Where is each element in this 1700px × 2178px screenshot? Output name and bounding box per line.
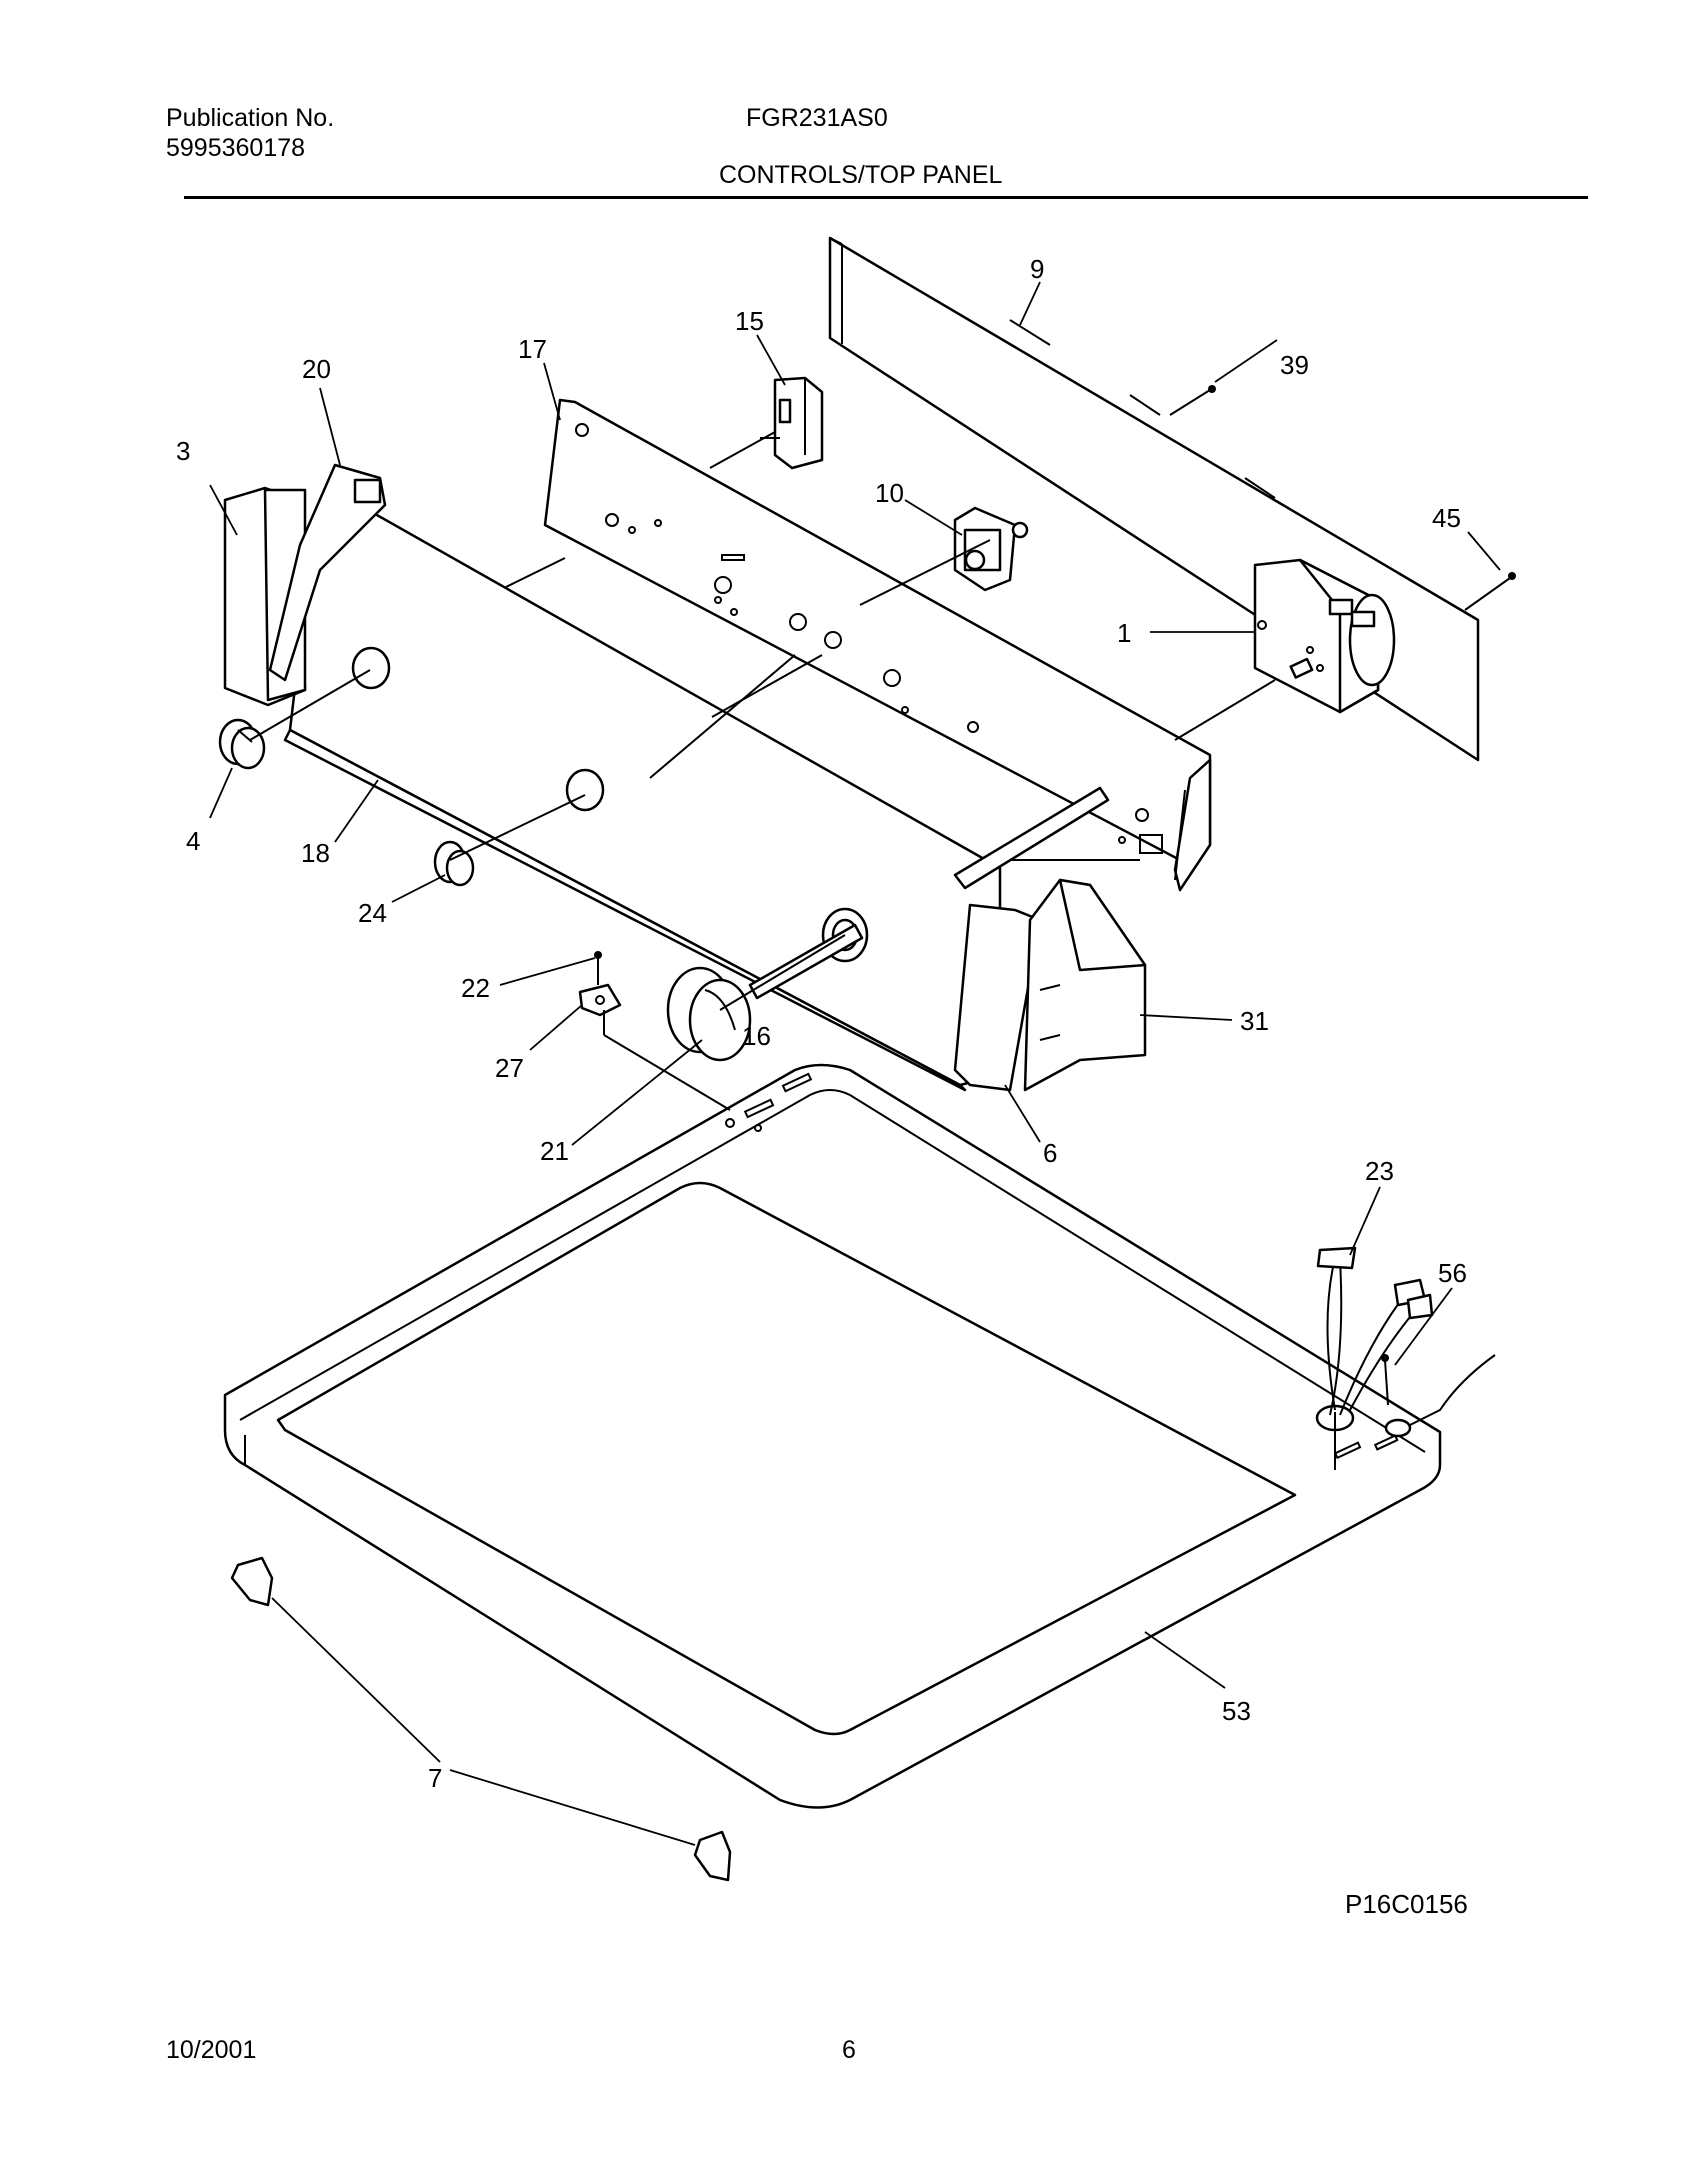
screw-part (1169, 385, 1516, 611)
timer-part (1253, 558, 1396, 714)
knob-part (433, 840, 475, 887)
callout-4: 4 (186, 826, 200, 856)
switch-mount-holes (605, 513, 1163, 854)
shaft-part (748, 786, 1110, 1000)
publication-number: 5995360178 (166, 134, 306, 162)
left-bracket-part (268, 463, 387, 682)
callout-18: 18 (301, 838, 330, 868)
footer-date: 10/2001 (166, 2036, 257, 2064)
callout-56: 56 (1438, 1258, 1467, 1288)
callout-6: 6 (1043, 1138, 1057, 1168)
figure-code: P16C0156 (1345, 1889, 1468, 1919)
callout-39: 39 (1280, 350, 1309, 380)
callout-21: 21 (540, 1136, 569, 1166)
control-console-part (543, 398, 1212, 892)
wire-harness-part (1315, 1246, 1496, 1460)
glide-part (230, 1556, 732, 1882)
callout-9: 9 (1030, 254, 1044, 284)
right-end-cap-part (953, 903, 1042, 1092)
callout-20: 20 (302, 354, 331, 384)
knob-part (218, 718, 266, 770)
section-title: CONTROLS/TOP PANEL (719, 161, 1003, 189)
callout-10: 10 (875, 478, 904, 508)
callout-27: 27 (495, 1053, 524, 1083)
page-number: 6 (842, 2036, 856, 2064)
callout-7: 7 (428, 1763, 442, 1793)
knob-part (666, 966, 752, 1062)
top-panel-part (223, 1063, 1442, 1809)
publication-label: Publication No. (166, 104, 335, 132)
callout-16: 16 (742, 1021, 771, 1051)
callout-15: 15 (735, 306, 764, 336)
callout-53: 53 (1222, 1696, 1251, 1726)
callout-labels: 9 15 39 17 20 3 10 45 1 4 18 24 22 27 16… (176, 254, 1467, 1793)
callout-17: 17 (518, 334, 547, 364)
callout-45: 45 (1432, 503, 1461, 533)
callout-1: 1 (1117, 618, 1131, 648)
header-rule (184, 196, 1588, 199)
callout-3: 3 (176, 436, 190, 466)
model-number: FGR231AS0 (746, 104, 888, 132)
callout-31: 31 (1240, 1006, 1269, 1036)
selector-switch-part (953, 506, 1029, 592)
callout-22: 22 (461, 973, 490, 1003)
right-bracket-part (1023, 878, 1147, 1092)
terminal-block-part (760, 376, 824, 470)
projection-lines (249, 431, 1336, 1470)
top-panel-slots (725, 1072, 813, 1132)
callout-24: 24 (358, 898, 387, 928)
leader-lines (209, 281, 1501, 1846)
callout-23: 23 (1365, 1156, 1394, 1186)
